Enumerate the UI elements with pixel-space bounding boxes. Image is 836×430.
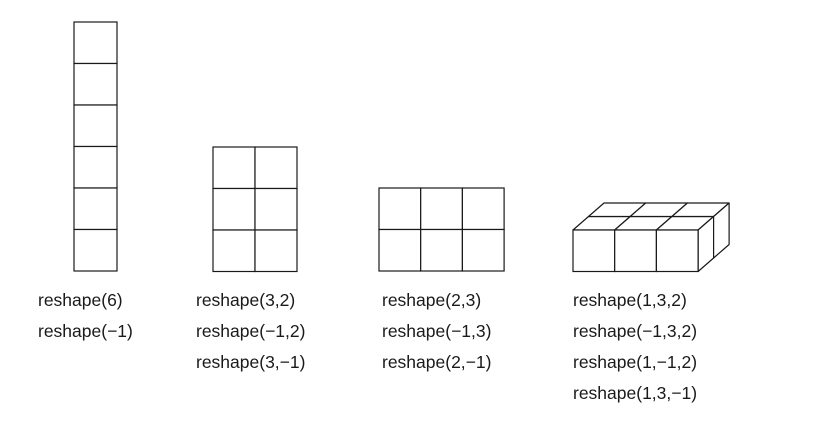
captions-6x1: reshape(6) reshape(−1) (38, 285, 133, 347)
caption-line: reshape(−1,3,2) (573, 321, 698, 341)
array-cell (378, 228, 422, 272)
array-cell (73, 104, 118, 148)
column-6x1-grid (73, 21, 118, 272)
caption-line: reshape(3,2) (196, 290, 296, 310)
array-cell (212, 229, 256, 273)
array-cell (73, 228, 118, 272)
array-cell (73, 145, 118, 189)
array-cell (73, 187, 118, 231)
array-cell (614, 229, 658, 273)
caption-line: reshape(−1) (38, 321, 133, 341)
caption-line: reshape(2,−1) (382, 352, 492, 372)
array-cell (73, 21, 118, 65)
captions-1x3x2: reshape(1,3,2) reshape(−1,3,2) reshape(1… (573, 285, 697, 409)
caption-line: reshape(6) (38, 290, 123, 310)
caption-line: reshape(1,−1,2) (573, 352, 698, 372)
caption-line: reshape(2,3) (382, 290, 482, 310)
array-cell (212, 187, 256, 231)
caption-line: reshape(−1,2) (196, 321, 306, 341)
array-cell (254, 146, 298, 190)
array-cell (254, 229, 298, 273)
caption-line: reshape(3,−1) (196, 352, 306, 372)
array-cell (73, 62, 118, 106)
caption-line: reshape(1,3,2) (573, 290, 687, 310)
array-cell (461, 228, 505, 272)
array-cell (420, 228, 464, 272)
block-1x3x2-3d (572, 202, 730, 273)
array-cell (254, 187, 298, 231)
grid-2x3 (378, 187, 505, 272)
captions-2x3: reshape(2,3) reshape(−1,3) reshape(2,−1) (382, 285, 491, 378)
captions-3x2: reshape(3,2) reshape(−1,2) reshape(3,−1) (196, 285, 305, 378)
array-cell (655, 229, 699, 273)
caption-line: reshape(−1,3) (382, 321, 492, 341)
array-cell (378, 187, 422, 231)
array-cell (420, 187, 464, 231)
side-face-cell (712, 202, 730, 259)
array-cell (572, 229, 616, 273)
array-cell (461, 187, 505, 231)
caption-line: reshape(1,3,−1) (573, 383, 698, 403)
array-cell (212, 146, 256, 190)
grid-3x2 (212, 146, 298, 273)
